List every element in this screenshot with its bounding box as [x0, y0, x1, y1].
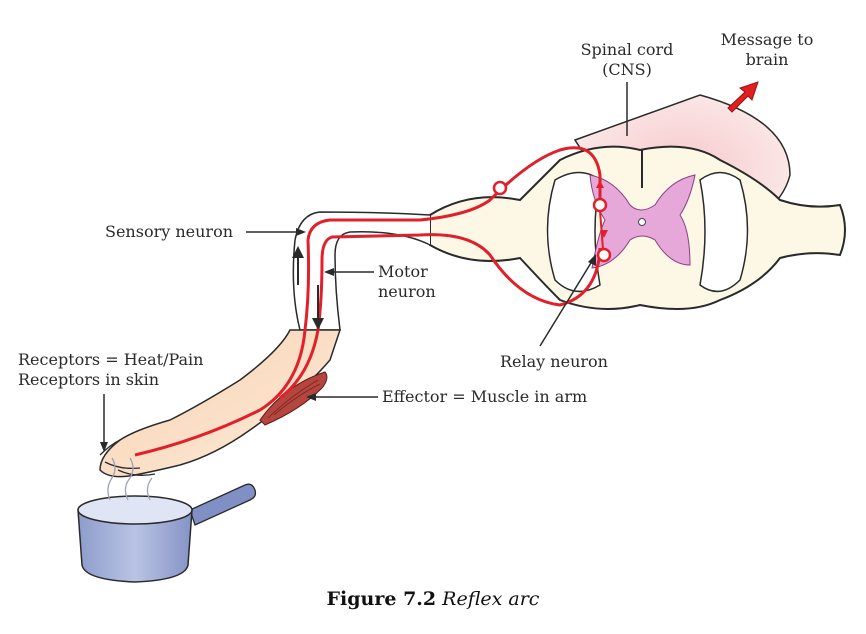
- sensory-cell-body: [492, 180, 508, 196]
- message-arrow: [727, 81, 759, 113]
- label-effector: Effector = Muscle in arm: [382, 387, 588, 406]
- pot-body: [77, 509, 193, 583]
- hand-fingers: [99, 439, 156, 476]
- motor-line1: Motor: [378, 262, 428, 281]
- pot-handle: [189, 483, 257, 526]
- label-receptors: Receptors = Heat/Pain Receptors in skin: [18, 350, 203, 390]
- label-message: Message to brain: [712, 30, 822, 70]
- label-relay-neuron: Relay neuron: [500, 352, 608, 371]
- arm: [99, 329, 342, 478]
- spinal-cord-line1: Spinal cord: [580, 40, 674, 59]
- message-line1: Message to: [720, 30, 814, 49]
- label-sensory-neuron: Sensory neuron: [105, 222, 234, 241]
- receptors-line1: Receptors = Heat/Pain: [18, 350, 204, 369]
- label-motor-neuron: Motor neuron: [378, 262, 436, 302]
- motor-line2: neuron: [378, 282, 436, 301]
- pot-rim: [77, 495, 193, 525]
- label-spinal-cord: Spinal cord (CNS): [572, 40, 682, 80]
- relay-leader: [539, 257, 595, 347]
- central-canal: [638, 218, 646, 226]
- caption-title: Reflex arc: [442, 588, 540, 610]
- caption-number: Figure 7.2: [326, 588, 437, 610]
- sensory-neuron-path: [134, 146, 602, 457]
- motor-neuron-path: [279, 233, 602, 400]
- relay-neuron-body: [592, 197, 608, 213]
- motor-cell-body: [596, 247, 612, 263]
- message-line2: brain: [745, 50, 789, 69]
- receptors-line2: Receptors in skin: [18, 370, 160, 389]
- spinal-cord-right-lobe: [699, 171, 749, 293]
- figure-caption: Figure 7.2 Reflex arc: [0, 588, 866, 610]
- steam: [107, 457, 153, 501]
- spinal-cord-line2: (CNS): [602, 60, 652, 79]
